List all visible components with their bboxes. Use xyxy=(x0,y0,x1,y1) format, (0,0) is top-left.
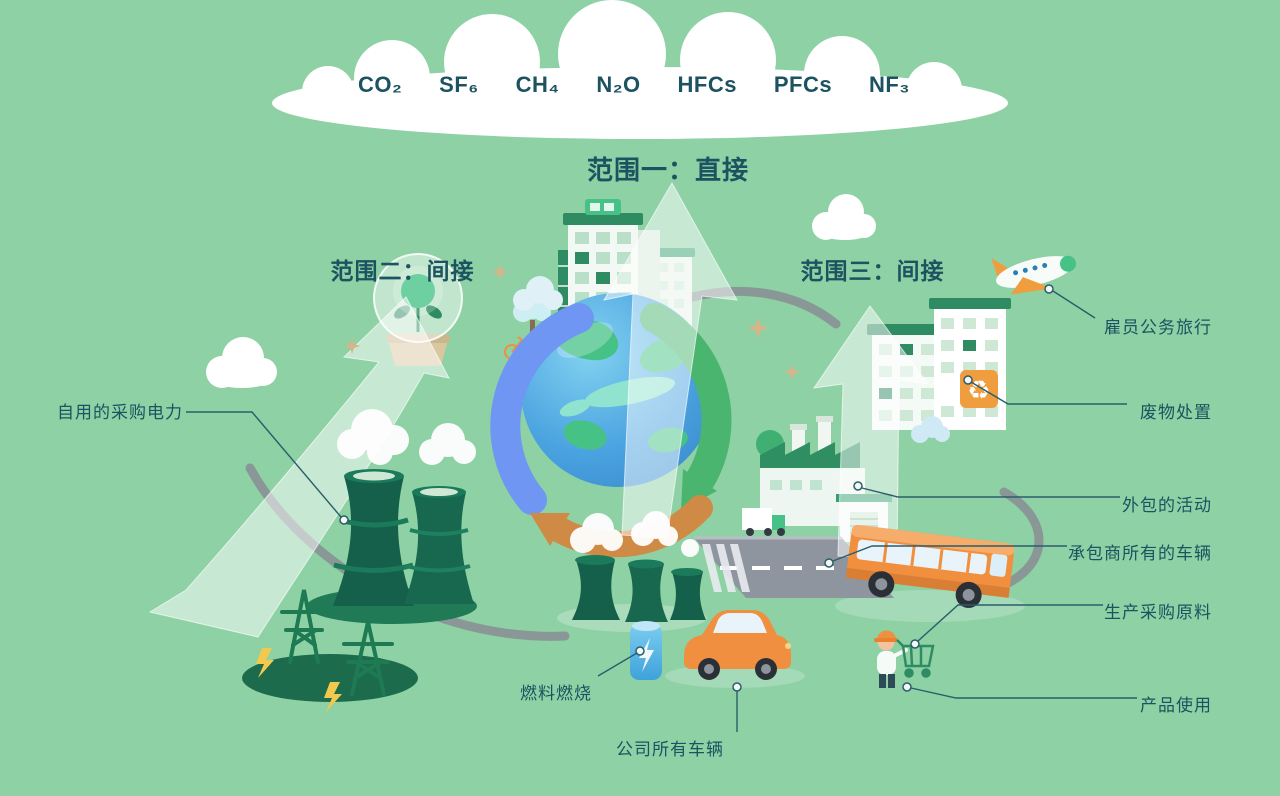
small-cloud-tiny xyxy=(911,416,950,443)
worker-icon xyxy=(874,630,908,688)
small-cloud-right xyxy=(812,194,876,240)
gas-cloud xyxy=(272,0,1008,139)
callout-employee-travel: 雇员公务旅行 xyxy=(1104,318,1212,337)
callout-connectors xyxy=(186,290,1137,732)
gas-sf6: SF₆ xyxy=(439,72,479,97)
callout-contractor-vehicles: 承包商所有的车辆 xyxy=(1068,544,1212,563)
callout-purchased-materials: 生产采购原料 xyxy=(1104,603,1212,622)
airplane-icon xyxy=(991,255,1076,295)
callout-dots xyxy=(339,284,1054,692)
scope3-title: 范围三：间接 xyxy=(800,258,945,284)
callout-fuel-combustion: 燃料燃烧 xyxy=(520,684,592,703)
power-pylons-icon xyxy=(280,589,394,696)
callout-purchased-electricity: 自用的采购电力 xyxy=(57,403,183,422)
gas-ch4: CH₄ xyxy=(515,72,560,97)
car-icon xyxy=(684,610,791,680)
sparkle-icon xyxy=(344,264,800,380)
bus-icon xyxy=(845,524,1015,608)
callout-outsourced-activities: 外包的活动 xyxy=(1122,496,1212,515)
lightning-icon xyxy=(256,648,342,712)
callout-company-vehicles: 公司所有车辆 xyxy=(616,740,724,759)
small-cloud-mid xyxy=(513,276,563,311)
shopping-cart-icon xyxy=(896,639,935,678)
gas-nf3: NF₃ xyxy=(868,72,910,97)
scope2-title: 范围二：间接 xyxy=(330,258,475,284)
small-cloud-left xyxy=(206,337,277,388)
cooling-towers-icon xyxy=(333,409,476,606)
callout-product-use: 产品使用 xyxy=(1140,696,1212,715)
truck-icon xyxy=(742,508,785,536)
gas-co2: CO₂ xyxy=(358,72,403,97)
scope1-title: 范围一：直接 xyxy=(586,155,749,185)
fuel-battery-icon xyxy=(630,621,662,680)
gas-hfcs: HFCs xyxy=(677,72,737,97)
greenhouse-gas-list: CO₂ SF₆ CH₄ N₂O HFCs PFCs NF₃ xyxy=(358,72,910,98)
gas-pfcs: PFCs xyxy=(773,72,833,97)
gas-n2o: N₂O xyxy=(596,72,641,97)
callout-waste-disposal: 废物处置 xyxy=(1140,403,1212,422)
small-cooling-towers-icon xyxy=(570,511,706,622)
